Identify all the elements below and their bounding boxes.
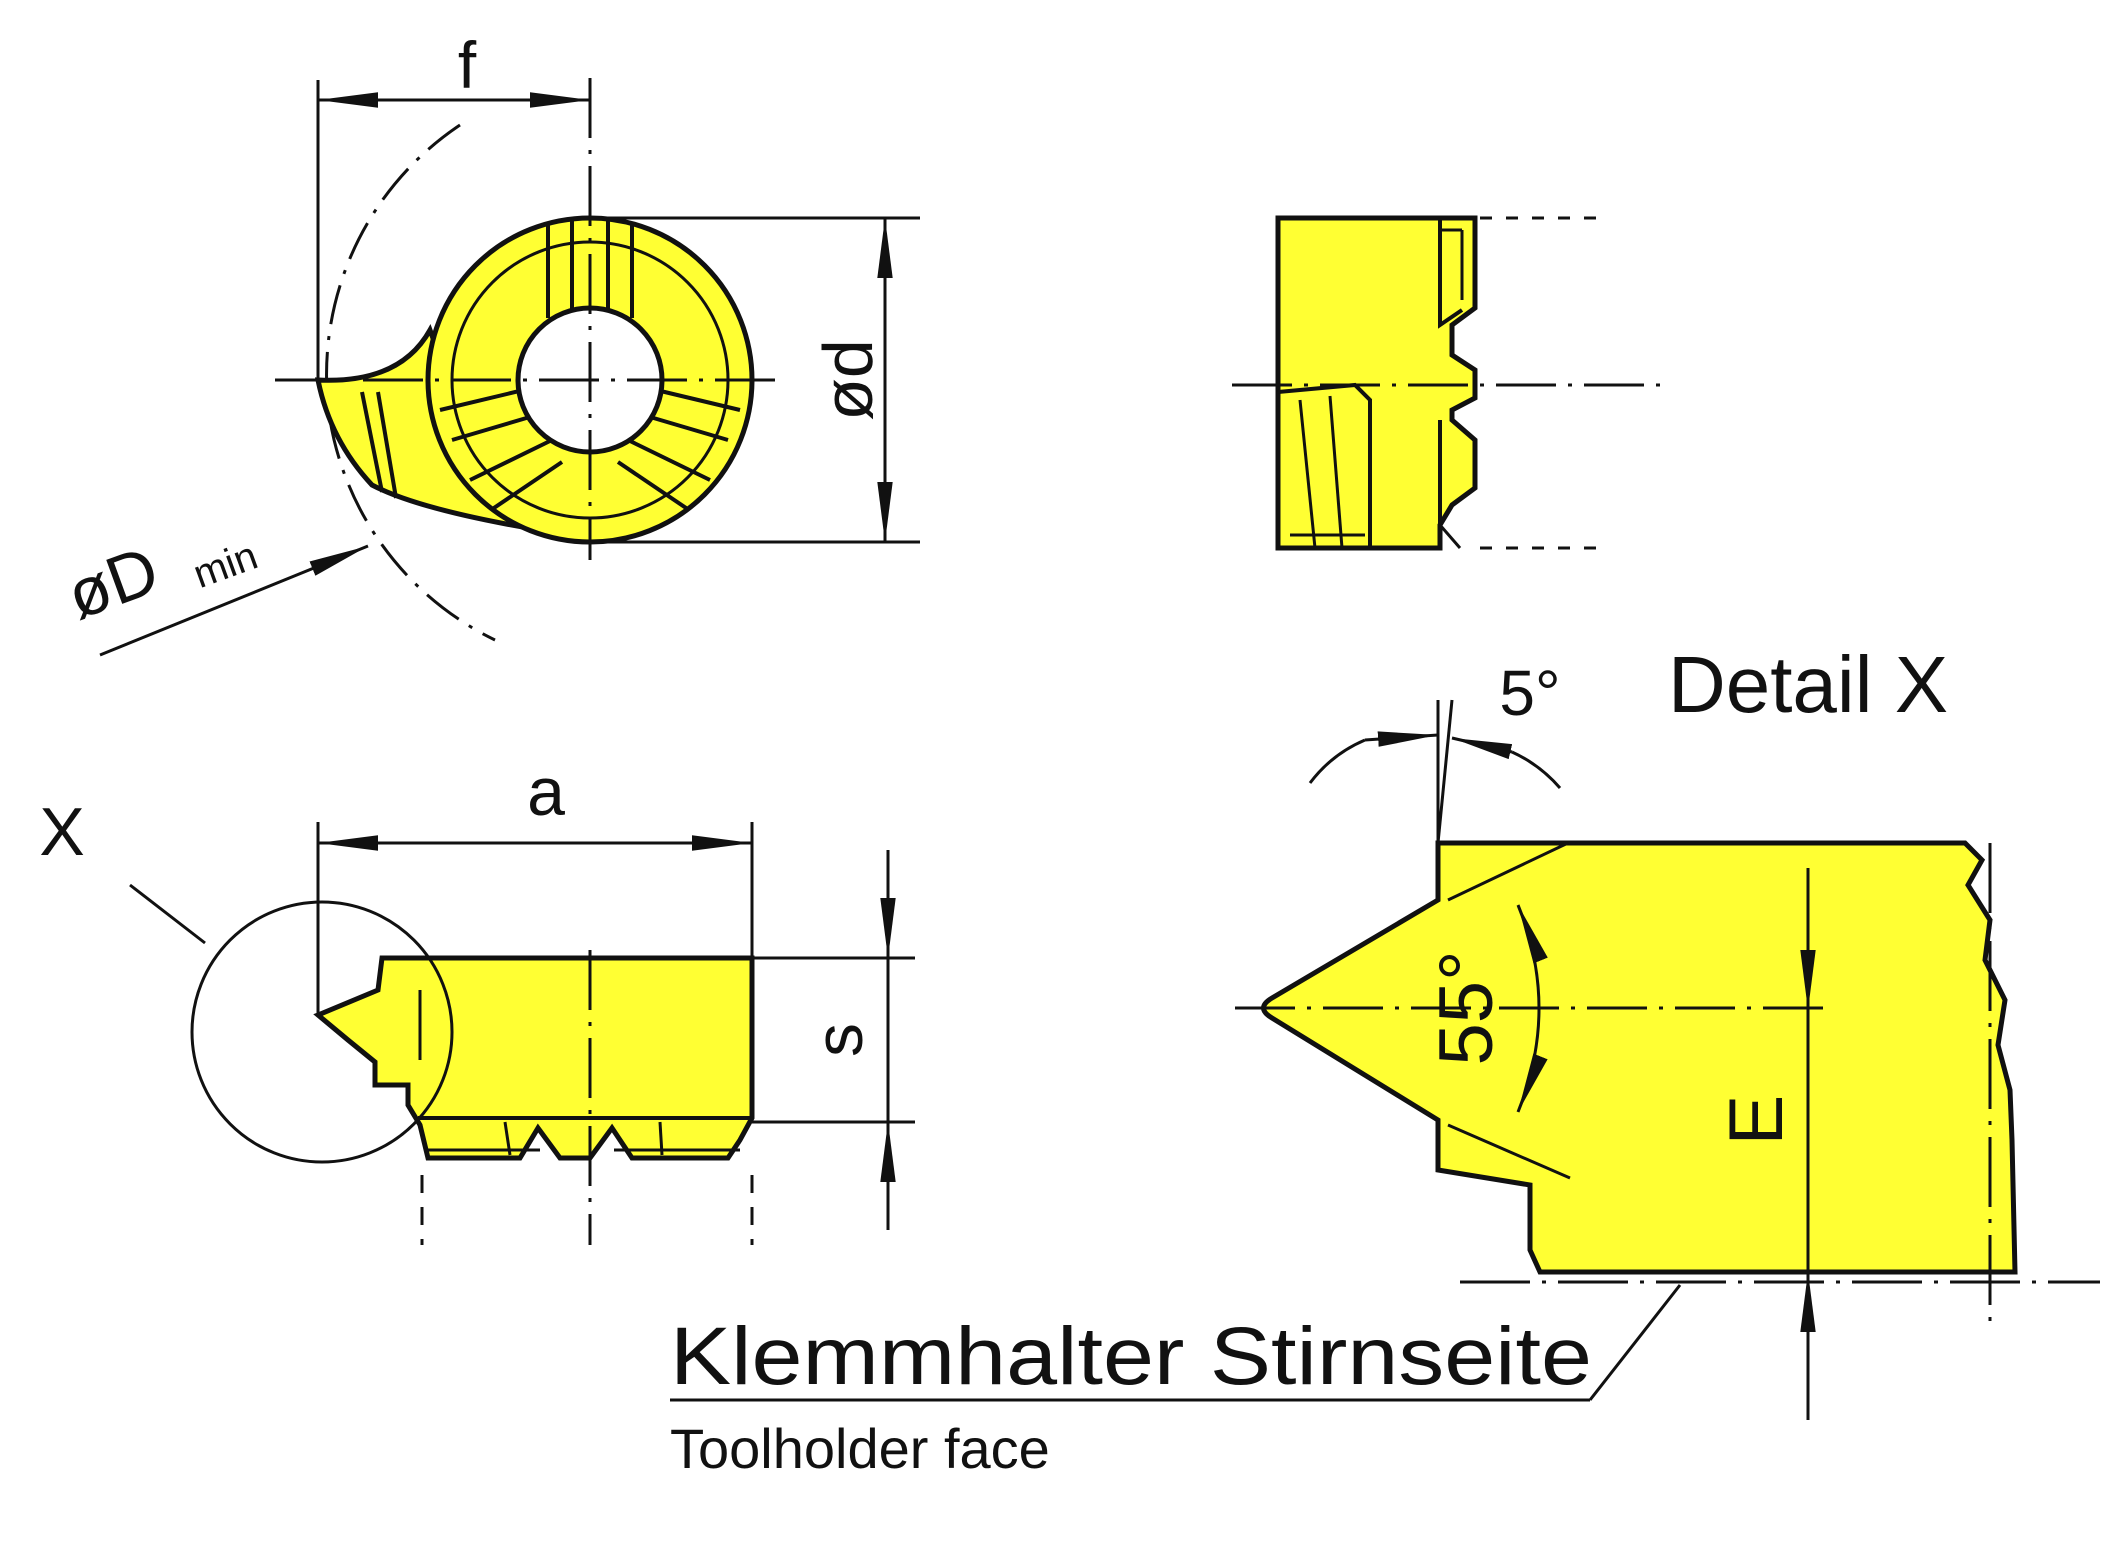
label-dmin: øD min — [57, 532, 264, 634]
side-view — [1232, 215, 1660, 551]
front-view — [129, 822, 915, 1245]
detail-x-view — [670, 699, 2100, 1420]
label-holder-en: Toolholder face — [670, 1417, 1050, 1480]
label-holder-de: Klemmhalter Stirnseite — [670, 1311, 1592, 1402]
label-detail-x: Detail X — [1668, 640, 1948, 729]
label-d: ød — [809, 339, 887, 421]
top-view — [99, 78, 920, 657]
label-angle-55: 55° — [1424, 951, 1509, 1066]
label-x: X — [39, 794, 84, 870]
label-angle-5: 5° — [1499, 657, 1560, 729]
label-s: s — [801, 1023, 877, 1057]
label-dmin-symbol: øD — [57, 532, 168, 634]
label-f: f — [458, 28, 477, 102]
detail-x-circle — [190, 900, 454, 1164]
label-a: a — [527, 754, 565, 830]
detail-body — [1261, 840, 2018, 1275]
side-body — [1275, 215, 1478, 551]
label-dmin-subscript: min — [188, 534, 264, 597]
front-body — [313, 955, 755, 1161]
label-e: E — [1714, 1095, 1799, 1146]
